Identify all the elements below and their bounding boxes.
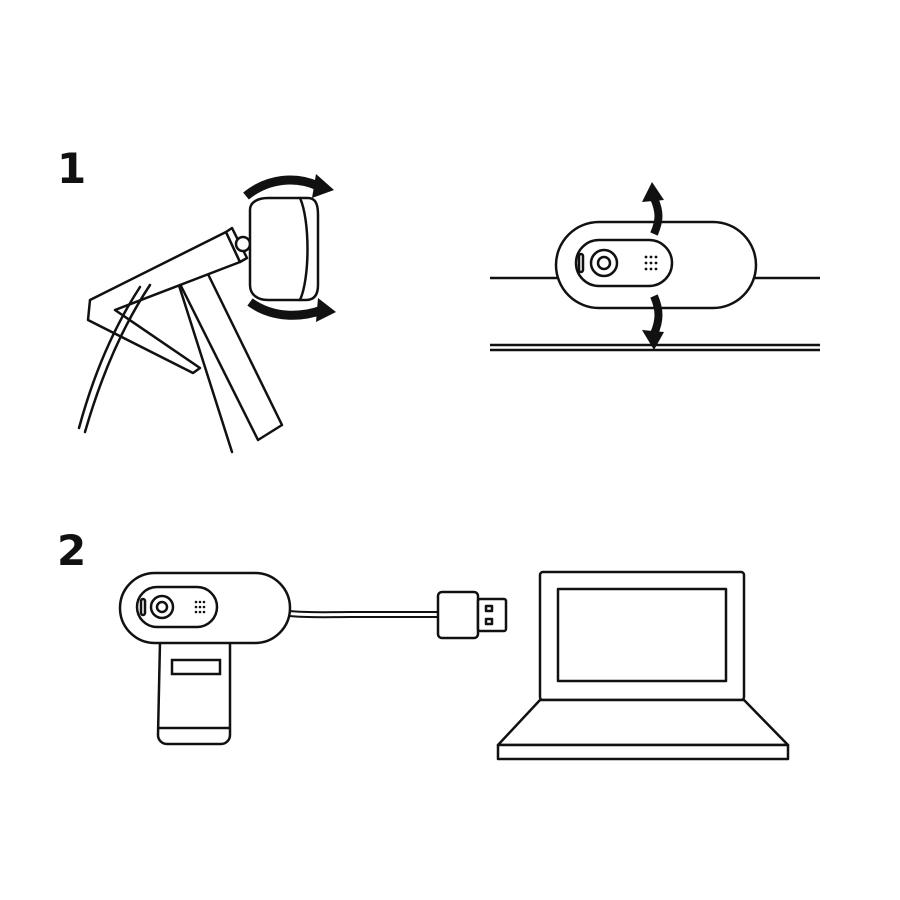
webcam-mic-dots-icon xyxy=(194,600,206,614)
rotate-arrow-icon xyxy=(243,175,324,320)
usb-plug-icon xyxy=(436,590,508,640)
tilt-arrow-icon xyxy=(650,196,663,336)
step-2-number: 2 xyxy=(57,526,87,575)
step-1-number: 1 xyxy=(57,144,87,193)
webcam-clip-rotate-icon xyxy=(77,196,320,454)
laptop-icon xyxy=(496,570,790,761)
microphone-dots-icon xyxy=(644,255,658,271)
webcam-icon xyxy=(118,571,292,746)
rotate-arrowhead-icon xyxy=(312,174,336,322)
tilt-arrowhead-icon xyxy=(642,182,664,350)
usb-cable xyxy=(288,610,440,619)
